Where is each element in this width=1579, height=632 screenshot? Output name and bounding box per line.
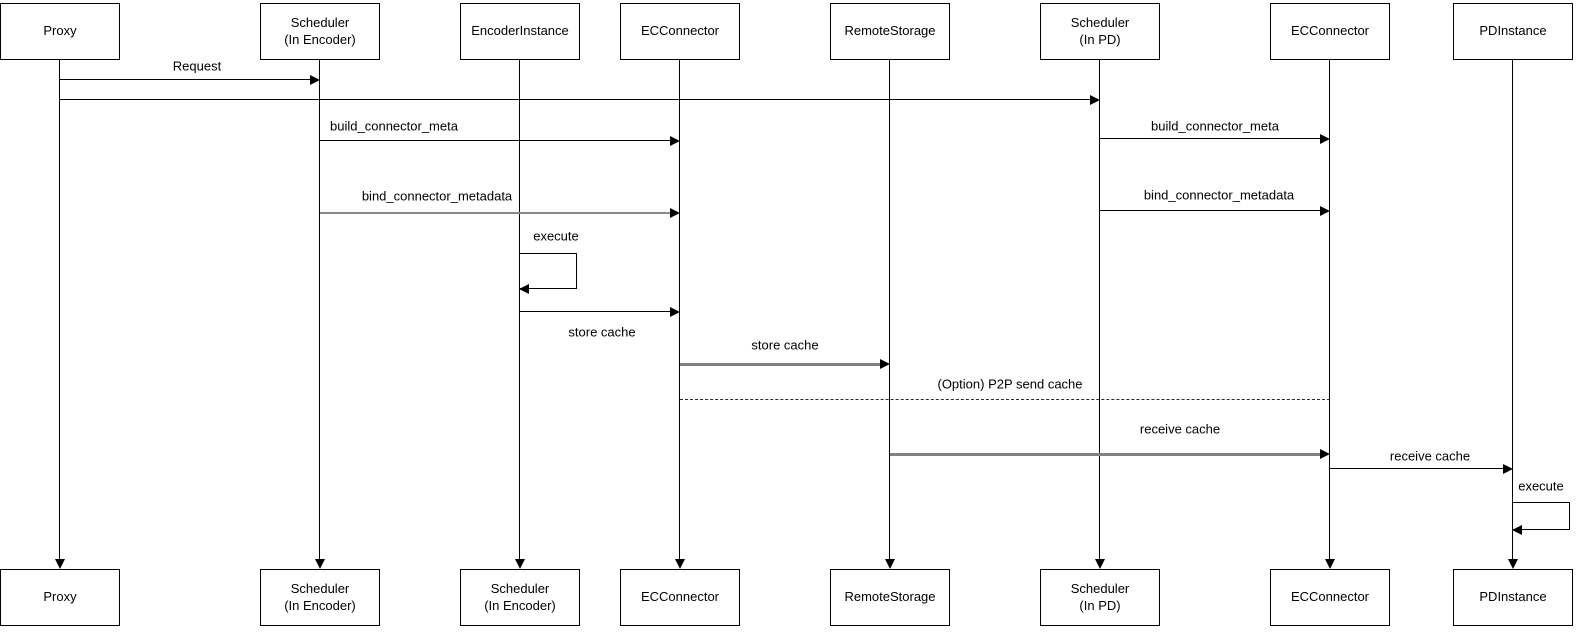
message-label-receive-cache-pd: receive cache	[1389, 448, 1471, 464]
self-loop-execute-pd	[1512, 502, 1570, 536]
message-label-bind-connector-metadata-left: bind_connector_metadata	[361, 188, 513, 204]
participant-bottom-scheduler-encoder-2: Scheduler (In Encoder)	[460, 569, 580, 626]
message-label-receive-cache-remote: receive cache	[1139, 421, 1221, 437]
lifeline-scheduler-encoder	[319, 60, 321, 561]
lifeline-pd-instance	[1512, 60, 1514, 561]
message-label-request: Request	[172, 58, 222, 74]
message-label-execute-encoder: execute	[533, 228, 579, 244]
participant-bottom-pd-instance: PDInstance	[1453, 569, 1573, 626]
lifeline-remote-storage	[889, 60, 891, 561]
message-label-execute-pd: execute	[1518, 478, 1564, 494]
participant-bottom-proxy: Proxy	[0, 569, 120, 626]
message-label-store-cache-remote: store cache	[751, 337, 819, 353]
message-label-store-cache-encoder: store cache	[568, 324, 636, 340]
participant-bottom-scheduler-encoder: Scheduler (In Encoder)	[260, 569, 380, 626]
participant-top-scheduler-pd: Scheduler (In PD)	[1040, 3, 1160, 60]
participant-top-pd-instance: PDInstance	[1453, 3, 1573, 60]
lifeline-end-arrow-icon	[1507, 559, 1518, 569]
participant-top-encoder-instance: EncoderInstance	[460, 3, 580, 60]
participant-bottom-remote-storage: RemoteStorage	[830, 569, 950, 626]
lifeline-encoder-instance	[519, 60, 521, 561]
lifeline-end-arrow-icon	[1324, 559, 1335, 569]
lifeline-end-arrow-icon	[514, 559, 525, 569]
message-label-build-connector-meta-left: build_connector_meta	[330, 118, 458, 134]
lifeline-scheduler-pd	[1099, 60, 1101, 561]
participant-bottom-ec-connector: ECConnector	[620, 569, 740, 626]
participant-top-proxy: Proxy	[0, 3, 120, 60]
participant-top-ec-connector-pd: ECConnector	[1270, 3, 1390, 60]
message-label-p2p-send-cache: (Option) P2P send cache	[937, 376, 1083, 392]
participant-top-remote-storage: RemoteStorage	[830, 3, 950, 60]
participant-bottom-ec-connector-pd: ECConnector	[1270, 569, 1390, 626]
message-label-build-connector-meta-right: build_connector_meta	[1151, 118, 1279, 134]
lifeline-end-arrow-icon	[674, 559, 685, 569]
participant-top-ec-connector: ECConnector	[620, 3, 740, 60]
lifeline-proxy	[59, 60, 61, 561]
lifeline-ec-connector-pd	[1329, 60, 1331, 561]
lifeline-end-arrow-icon	[54, 559, 65, 569]
lifeline-end-arrow-icon	[884, 559, 895, 569]
lifeline-end-arrow-icon	[1094, 559, 1105, 569]
self-loop-execute-encoder	[519, 253, 577, 295]
participant-top-scheduler-encoder: Scheduler (In Encoder)	[260, 3, 380, 60]
lifeline-end-arrow-icon	[314, 559, 325, 569]
message-label-bind-connector-metadata-right: bind_connector_metadata	[1143, 187, 1295, 203]
participant-bottom-scheduler-pd: Scheduler (In PD)	[1040, 569, 1160, 626]
